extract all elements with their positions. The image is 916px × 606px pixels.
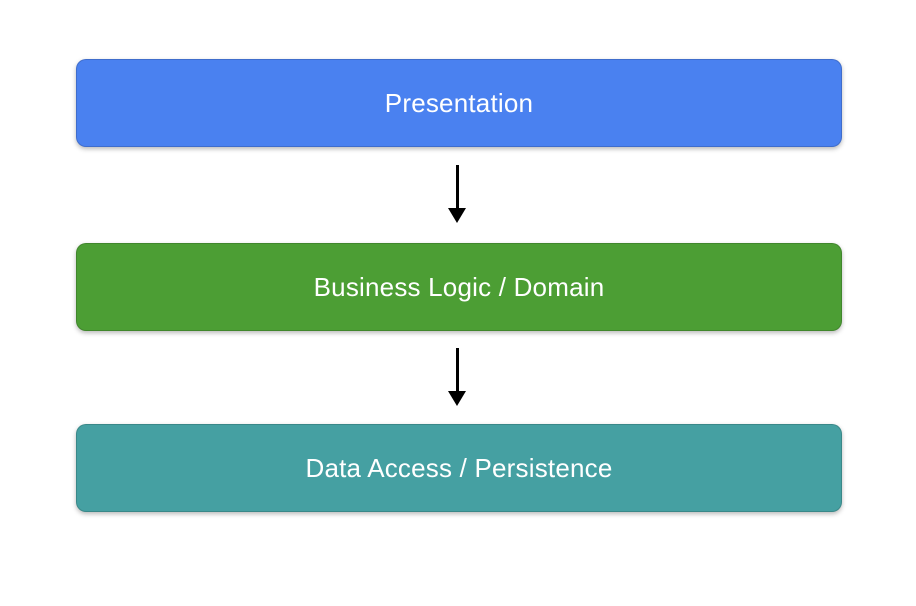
arrow-down-icon bbox=[448, 165, 466, 223]
arrow-head bbox=[448, 391, 466, 406]
layer-label-presentation: Presentation bbox=[384, 87, 534, 118]
arrow-shaft bbox=[455, 348, 459, 391]
arrow-down-icon bbox=[448, 348, 466, 406]
layer-box-business-logic: Business Logic / Domain bbox=[76, 243, 842, 331]
arrow-head bbox=[448, 208, 466, 223]
arrow-shaft bbox=[455, 165, 459, 208]
layer-label-data-access: Data Access / Persistence bbox=[305, 452, 613, 483]
layer-box-data-access: Data Access / Persistence bbox=[76, 424, 842, 512]
layer-box-presentation: Presentation bbox=[76, 59, 842, 147]
layer-label-business-logic: Business Logic / Domain bbox=[313, 271, 605, 302]
